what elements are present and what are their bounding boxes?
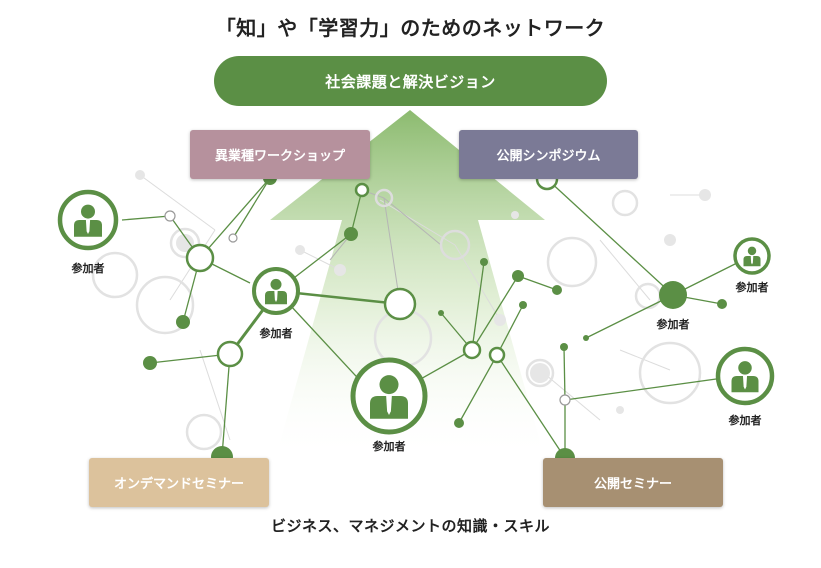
participant-avatar-3: [350, 357, 428, 435]
participant-label: 参加者: [71, 262, 105, 275]
network-lines: [121, 177, 754, 459]
background-dots: [135, 170, 711, 414]
workshop-box: 異業種ワークショップ: [190, 130, 370, 179]
person-icon: [265, 278, 287, 305]
person-icon: [743, 246, 761, 267]
symposium-box: 公開シンポジウム: [459, 130, 638, 179]
footer-caption: ビジネス、マネジメントの知識・スキル: [270, 517, 550, 535]
participant-avatar-5: [715, 346, 775, 406]
participant-label: 参加者: [735, 281, 769, 294]
participant-label: 参加者: [656, 318, 690, 331]
participant-label: 参加者: [372, 440, 406, 453]
participant-avatar-4: [733, 237, 771, 275]
person-icon: [74, 204, 102, 237]
hollow-nodes: [185, 167, 559, 368]
network-lines-gray: [329, 189, 442, 305]
filled-nodes: [143, 171, 727, 468]
public-seminar-box: 公開セミナー: [543, 458, 723, 507]
page-title: 「知」や「学習力」のためのネットワーク: [215, 16, 606, 40]
person-icon: [370, 375, 408, 419]
goal-pill: 社会課題と解決ビジョン: [214, 56, 607, 106]
participant-label: 参加者: [728, 414, 762, 427]
person-icon: [731, 361, 759, 393]
hollow-light-nodes: [374, 188, 471, 261]
participant-label: 参加者: [259, 327, 293, 340]
ondemand-seminar-box: オンデマンドセミナー: [89, 458, 269, 507]
participant-avatar-2: [252, 267, 300, 315]
upward-arrow: [270, 110, 545, 460]
participant-avatar-1: [57, 189, 119, 251]
hollow-gray-nodes: [164, 210, 571, 406]
